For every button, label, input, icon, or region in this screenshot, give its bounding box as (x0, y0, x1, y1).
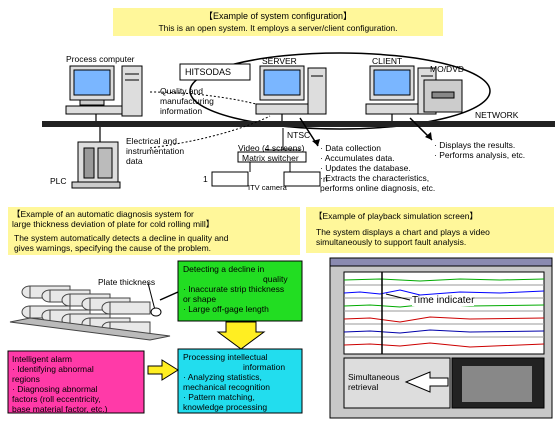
plc-label: PLC (50, 176, 67, 186)
simultaneous-retrieval-label: Simultaneous retrieval (348, 372, 400, 392)
matrix-label: Matrix switcher (242, 153, 299, 163)
config-title-box (113, 8, 443, 36)
mo-dvd-label: MO/DVD (430, 64, 464, 74)
alarm-box (7, 350, 145, 414)
server-task-list: · Data collection · Accumulates data. · … (320, 143, 436, 193)
itv-label: ITV camera (248, 183, 287, 192)
playback-header-box (306, 207, 554, 253)
matrix-switcher-box (237, 151, 307, 163)
camera-1-icon (211, 171, 249, 187)
diagnosis-header-box (8, 207, 300, 255)
down-arrow (216, 321, 266, 350)
detect-box (177, 260, 303, 322)
plate-thickness-label: Plate thickness (98, 277, 156, 287)
client-label: CLIENT (372, 56, 403, 66)
process-computer-icon (65, 65, 143, 117)
camera-n-icon (283, 171, 321, 187)
electrical-data-label: Electrical and instrumentation data (126, 136, 185, 166)
hitsodas-label: HITSODAS (185, 67, 232, 77)
playback-title: 【Example of playback simulation screen】 (314, 211, 478, 221)
camera-1-label: 1 (203, 174, 208, 184)
chart-area (343, 271, 545, 355)
process-box (177, 348, 303, 414)
thickness-sensor-icon (150, 307, 162, 317)
plc-icon (71, 141, 121, 189)
server-label: SERVER (262, 56, 297, 66)
hitsodas-box (179, 63, 251, 81)
playback-description: The system displays a chart and plays a … (316, 227, 490, 247)
time-indicator-label: Time indicater (412, 295, 475, 306)
camera-n-label: n (323, 174, 328, 184)
retrieval-arrow (404, 371, 449, 393)
config-subtitle: This is an open system. It employs a ser… (158, 23, 398, 33)
process-box-text: Processing intellectual information · An… (183, 352, 286, 412)
detect-box-text: Detecting a decline in quality · Inaccur… (183, 264, 288, 314)
video-label: Video (4 screens) (238, 143, 305, 153)
network-label: NETWORK (475, 110, 519, 120)
diagnosis-title: 【Example of an automatic diagnosis syste… (12, 209, 215, 229)
process-computer-label: Process computer (66, 54, 135, 64)
ntsc-label: NTSC (287, 130, 311, 140)
server-computer-icon (255, 65, 327, 115)
config-title: 【Example of system configuration】 (203, 11, 353, 21)
strip-plate (9, 317, 171, 341)
alarm-box-text: Intelligent alarm · Identifying abnormal… (12, 354, 108, 414)
left-arrow (147, 359, 179, 381)
diagnosis-description: The system automatically detects a decli… (14, 233, 229, 253)
client-task-list: · Displays the results. · Performs analy… (434, 140, 526, 160)
quality-info-label: Quality and manufacturing information (160, 86, 214, 116)
